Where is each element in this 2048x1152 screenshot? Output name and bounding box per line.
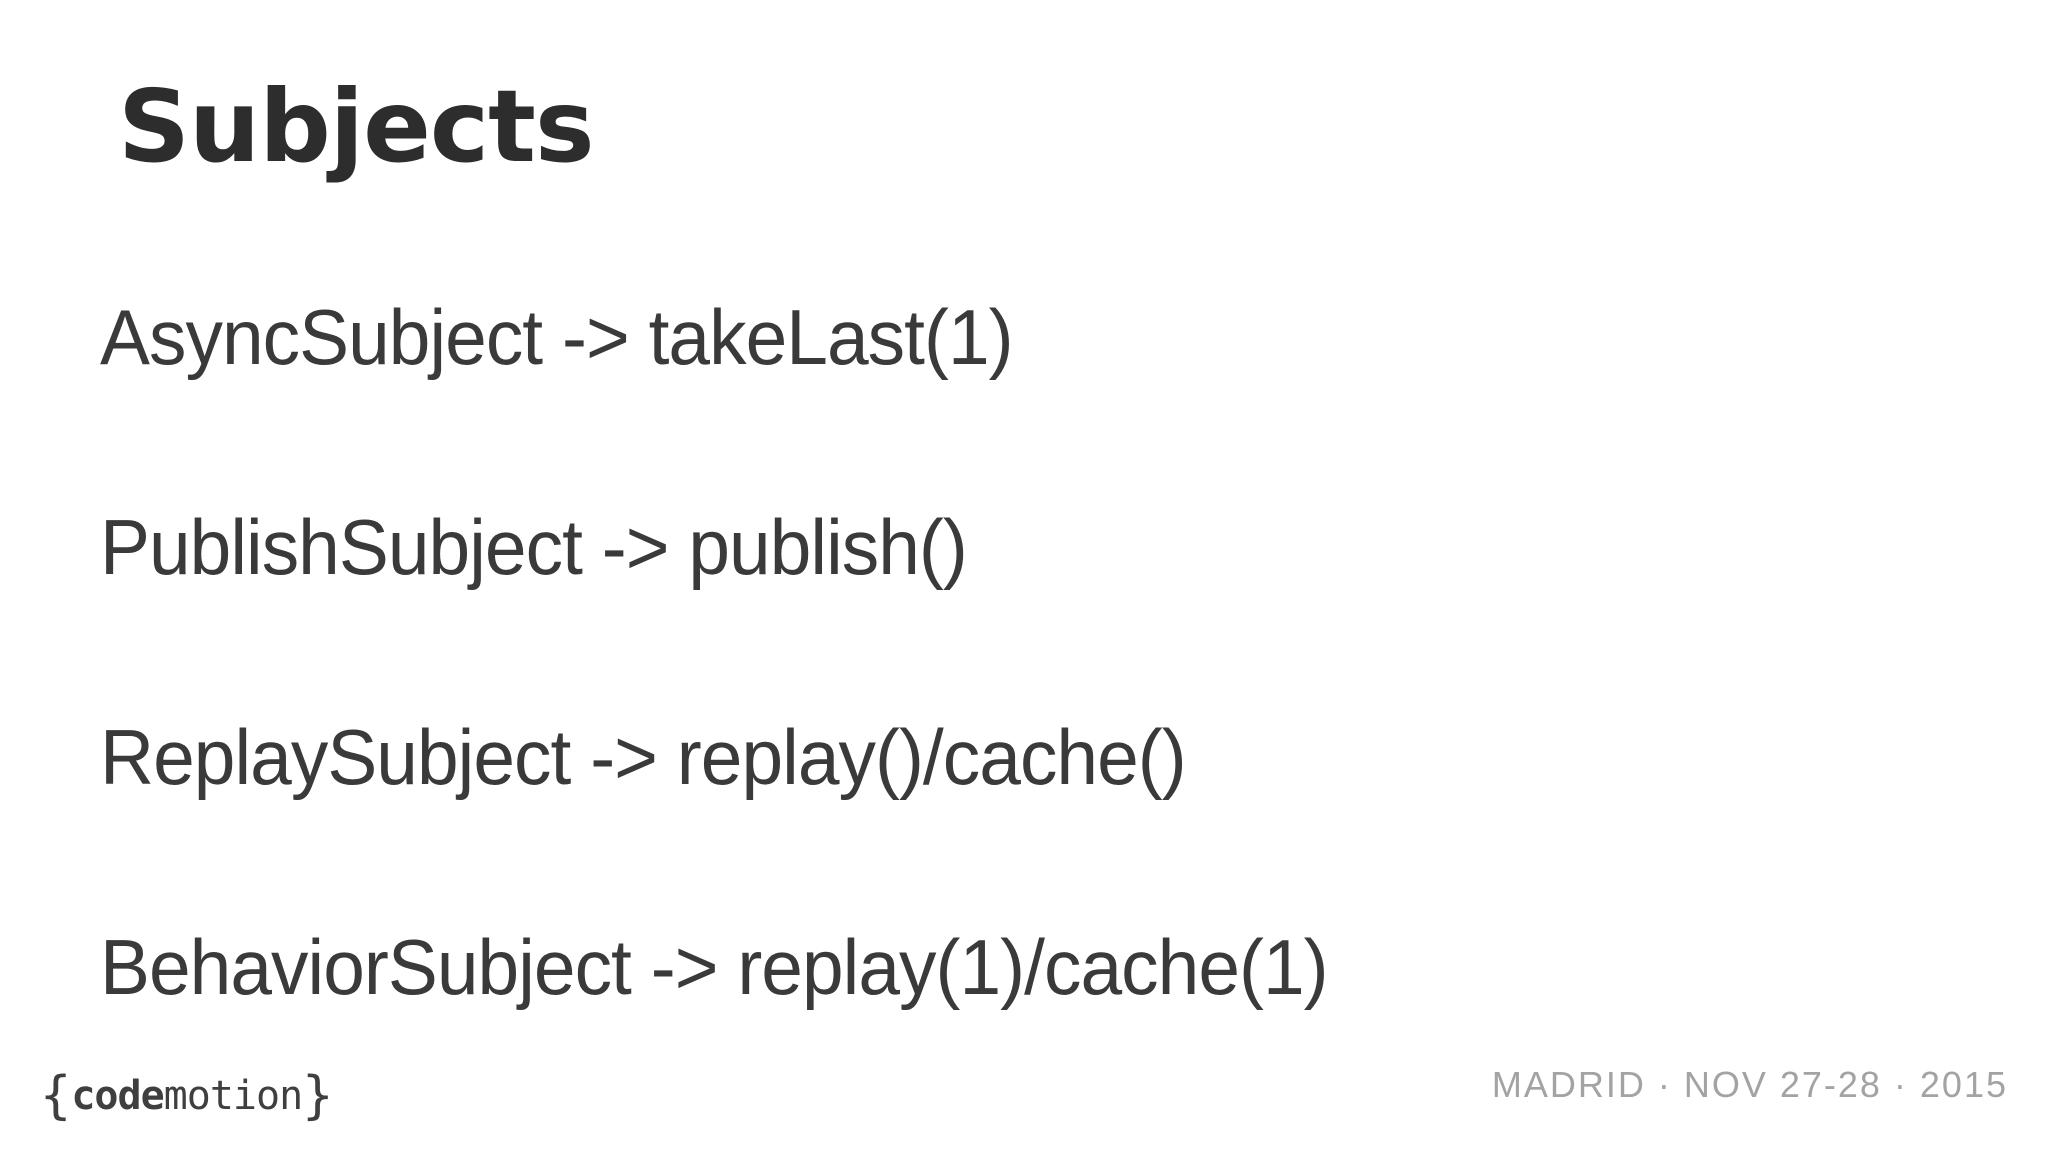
logo-open-brace: { bbox=[40, 1066, 72, 1126]
slide-title: Subjects bbox=[118, 68, 594, 185]
subject-mapping-publish: PublishSubject -> publish() bbox=[100, 503, 968, 591]
subject-mapping-async: AsyncSubject -> takeLast(1) bbox=[100, 293, 1014, 381]
logo-e-segment: e bbox=[140, 1073, 165, 1119]
subject-mapping-replay: ReplaySubject -> replay()/cache() bbox=[100, 713, 1187, 801]
logo-cod-segment: cod bbox=[71, 1073, 141, 1119]
codemotion-logo: {codemotion} bbox=[40, 1070, 333, 1122]
event-location-date: MADRID · NOV 27-28 · 2015 bbox=[1491, 1064, 2008, 1105]
logo-close-brace: } bbox=[302, 1066, 334, 1126]
subject-mapping-behavior: BehaviorSubject -> replay(1)/cache(1) bbox=[100, 923, 1329, 1011]
logo-motion-segment: motion bbox=[163, 1073, 303, 1119]
